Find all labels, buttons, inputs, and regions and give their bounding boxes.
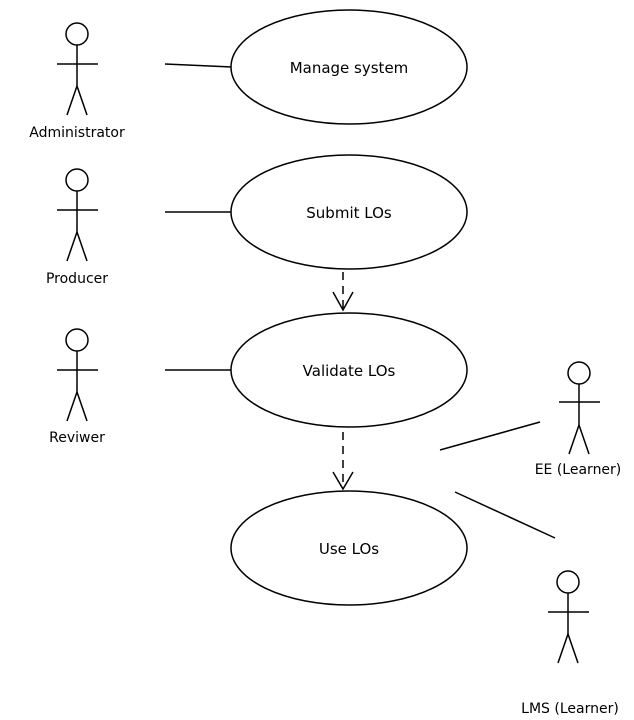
actor-label: LMS (Learner) xyxy=(521,701,619,717)
association-ee-learner-use-los xyxy=(439,421,541,451)
actor-label: Administrator xyxy=(29,125,125,141)
dependency-submit-to-validate xyxy=(332,272,354,312)
actor-administrator-figure xyxy=(57,22,98,116)
use-case-validate-los-ellipse xyxy=(230,312,468,428)
use-case-use-los-ellipse xyxy=(230,490,468,606)
use-case-label: Validate LOs xyxy=(303,362,396,380)
actor-lms-learner-figure xyxy=(548,570,589,664)
actor-label: EE (Learner) xyxy=(535,462,622,478)
actor-producer-figure xyxy=(57,168,98,262)
dependency-validate-to-use xyxy=(332,432,354,491)
actor-label: Reviwer xyxy=(49,430,105,446)
actor-label: Producer xyxy=(46,271,108,287)
use-case-label: Use LOs xyxy=(319,540,379,558)
use-case-submit-los-ellipse xyxy=(230,154,468,270)
actor-reviwer-figure xyxy=(57,328,98,422)
use-case-label: Manage system xyxy=(290,59,409,77)
actor-ee-learner-figure xyxy=(559,361,600,455)
association-lms-learner-use-los xyxy=(454,491,556,539)
association-administrator-manage-system xyxy=(164,63,233,68)
use-case-manage-system-ellipse xyxy=(230,9,468,125)
use-case-label: Submit LOs xyxy=(306,204,392,222)
